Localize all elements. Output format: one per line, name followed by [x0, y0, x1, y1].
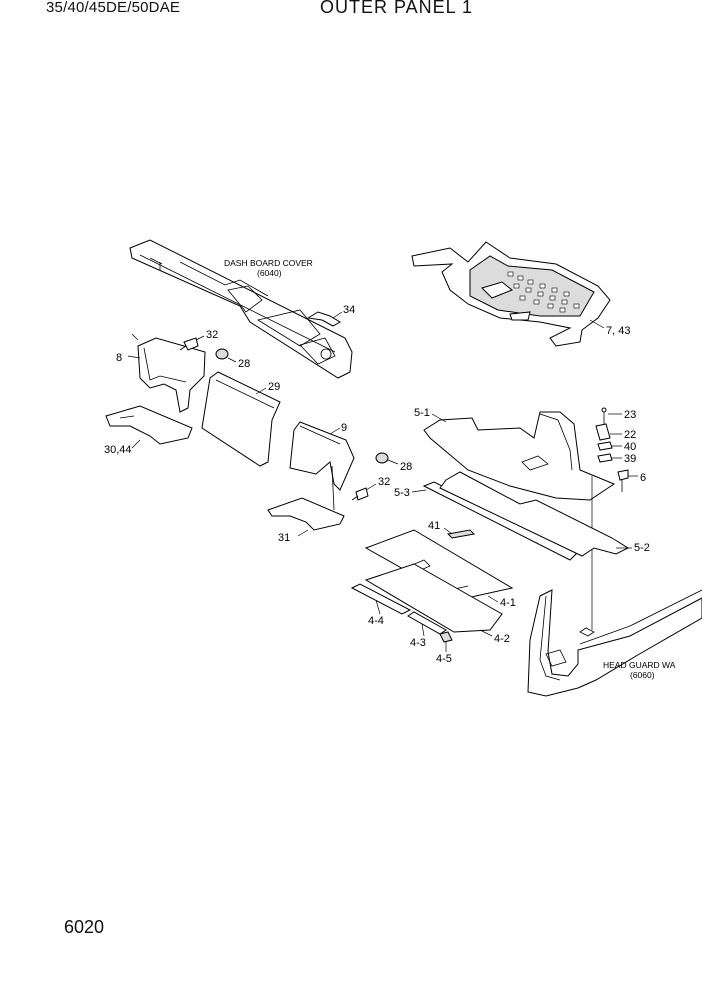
callout-31: 31 — [278, 532, 290, 544]
part-30-44-bracket — [105, 405, 193, 445]
callout-4-1: 4-1 — [500, 597, 516, 609]
part-6-bolt — [617, 469, 629, 492]
part-5-1-floor-cover — [423, 411, 616, 501]
part-4-3-strip — [407, 611, 447, 635]
callout-7-43: 7, 43 — [606, 325, 630, 337]
callout-5-2: 5-2 — [634, 542, 650, 554]
part-28-grommet-upper — [215, 348, 229, 360]
callout-28-lower: 28 — [400, 461, 412, 473]
part-4-4-strip — [350, 583, 412, 615]
part-23-bolt — [601, 407, 607, 424]
head-guard-frame — [527, 589, 702, 697]
part-34-clip — [306, 311, 341, 327]
head-guard-label: HEAD GUARD WA — [603, 660, 676, 670]
dash-board-cover-part — [129, 239, 353, 379]
part-28-grommet-lower — [375, 452, 389, 464]
head-guard-code: (6060) — [630, 670, 655, 680]
part-8-side-cover — [137, 337, 206, 413]
callout-30-44: 30,44 — [104, 444, 132, 456]
part-9-side-cover — [289, 421, 355, 511]
part-31-bracket — [267, 497, 345, 531]
callout-5-3: 5-3 — [394, 487, 410, 499]
part-4-5-pad — [439, 631, 453, 643]
callout-5-1: 5-1 — [414, 407, 430, 419]
callout-28-upper: 28 — [238, 358, 250, 370]
part-40-washer — [597, 441, 613, 451]
callout-9: 9 — [341, 422, 347, 434]
part-41-pad — [446, 529, 476, 539]
callout-8: 8 — [116, 352, 122, 364]
part-32-screw-upper — [179, 337, 199, 351]
page-title: OUTER PANEL 1 — [320, 0, 474, 17]
callout-4-5: 4-5 — [436, 653, 452, 665]
callout-40: 40 — [624, 441, 636, 453]
callout-39: 39 — [624, 453, 636, 465]
callout-41: 41 — [428, 520, 440, 532]
part-22-bracket — [595, 423, 611, 441]
callout-34: 34 — [343, 304, 355, 316]
page-number: 6020 — [64, 917, 105, 937]
callout-22: 22 — [624, 429, 636, 441]
part-29-panel — [201, 371, 281, 467]
callout-29: 29 — [268, 381, 280, 393]
dash-board-cover-code: (6040) — [257, 268, 282, 278]
callout-4-2: 4-2 — [494, 633, 510, 645]
model-label: 35/40/45DE/50DAE — [46, 0, 181, 16]
floor-plate-part — [411, 241, 611, 347]
callout-32-upper: 32 — [206, 329, 218, 341]
callout-23: 23 — [624, 409, 636, 421]
dash-board-cover-label: DASH BOARD COVER — [224, 258, 313, 268]
part-4-2-mat — [364, 563, 503, 633]
callout-4-3: 4-3 — [410, 637, 426, 649]
callout-4-4: 4-4 — [368, 615, 384, 627]
callout-6: 6 — [640, 472, 646, 484]
part-39-washer — [597, 453, 613, 463]
part-32-screw-lower — [351, 487, 369, 501]
callout-32-lower: 32 — [378, 476, 390, 488]
